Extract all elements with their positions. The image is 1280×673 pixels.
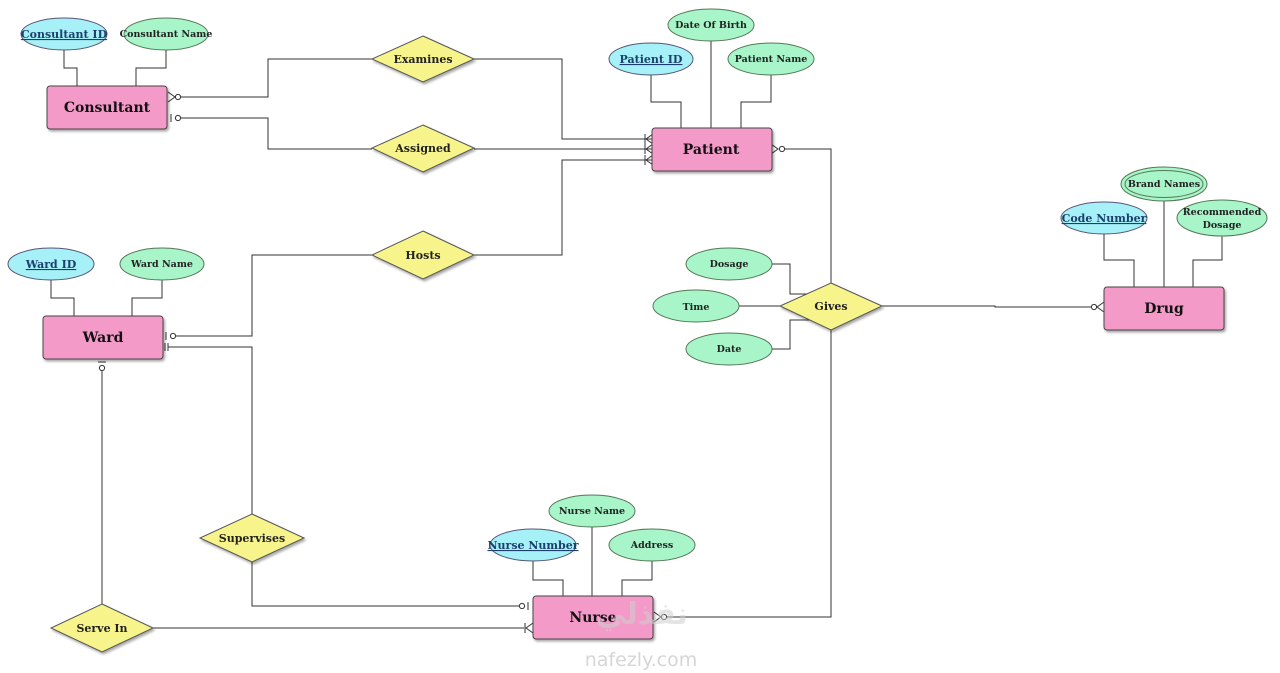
relationship-assigned-label: Assigned [394,142,451,155]
attribute-consultant-id[interactable]: Consultant ID [20,17,108,51]
attribute-brand-names[interactable]: Brand Names [1120,166,1208,202]
attribute-ward-name[interactable]: Ward Name [119,247,205,281]
line-patient-name [740,75,772,128]
relationship-gives[interactable]: Gives [778,282,884,331]
line-patient-gives [780,148,832,284]
crowsfoot-patient-hosts [645,154,654,166]
optional-circle-ward-servein [98,364,106,372]
line-dosage [772,263,812,295]
watermark: نفذلي nafezly.com [585,597,697,671]
line-ward-id [50,280,75,316]
optional-circle-consultant-examines [174,93,182,101]
attribute-patient-id-label: Patient ID [620,53,683,66]
attribute-code-number[interactable]: Code Number [1060,201,1148,235]
optional-circle-nurse-supervises [518,602,526,610]
attribute-patient-id[interactable]: Patient ID [608,42,694,76]
crowsfoot-patient-assigned [645,143,654,155]
attribute-date-of-birth-label: Date Of Birth [675,20,747,31]
entity-patient[interactable]: Patient [651,127,773,172]
attribute-ward-name-label: Ward Name [130,259,193,270]
crowsfoot-patient-examines [645,133,654,145]
relationship-examines[interactable]: Examines [370,35,476,83]
line-patient-id [650,74,682,128]
line-nurse-number [532,561,564,596]
attribute-address[interactable]: Address [608,528,696,562]
attribute-time-label: Time [683,302,710,313]
optional-circle-patient-gives [778,145,786,153]
watermark-arabic: نفذلي [596,597,688,632]
crowsfoot-consultant-examines [167,91,176,103]
line-gives-drug [881,305,1096,308]
connector-lines [50,40,1223,629]
watermark-latin: nafezly.com [585,649,697,671]
attribute-nurse-name[interactable]: Nurse Name [548,494,636,528]
line-supervises-nurse [251,562,524,607]
attribute-time[interactable]: Time [652,289,740,323]
crowsfoot-patient-gives [770,143,779,155]
relationship-serve-in[interactable]: Serve In [49,603,155,653]
relationship-hosts-label: Hosts [405,249,440,262]
optional-circle-ward-hosts [169,332,177,340]
line-consultant-id [63,50,78,86]
line-consultant-examines [175,58,372,98]
entity-consultant[interactable]: Consultant [46,85,168,130]
attribute-code-number-label: Code Number [1062,212,1147,225]
entity-patient-label: Patient [683,142,740,158]
attribute-consultant-name[interactable]: Consultant Name [120,17,213,51]
line-date [772,319,812,350]
attribute-patient-name-label: Patient Name [735,54,808,65]
attribute-ward-id[interactable]: Ward ID [7,247,95,281]
crowsfoot-drug-gives [1096,301,1105,313]
line-address [621,561,653,596]
entity-consultant-label: Consultant [64,100,151,116]
attribute-nurse-number-label: Nurse Number [487,539,578,552]
attribute-date-label: Date [717,344,742,355]
line-code-number [1103,234,1135,287]
line-hosts-patient [474,159,653,256]
attribute-patient-name[interactable]: Patient Name [727,42,815,76]
relationship-supervises-label: Supervises [219,532,285,545]
line-gives-nurse [663,329,832,618]
relationship-supervises[interactable]: Supervises [198,513,306,563]
line-recommended-dosage [1192,236,1223,287]
attribute-consultant-name-label: Consultant Name [120,29,213,40]
optional-circle-nurse-gives [660,613,668,621]
line-consultant-name [135,50,167,86]
line-ward-supervises [168,346,253,514]
relationship-assigned[interactable]: Assigned [370,124,476,173]
attribute-ward-id-label: Ward ID [25,258,77,271]
entity-ward[interactable]: Ward [42,315,164,360]
attribute-dosage[interactable]: Dosage [685,247,773,281]
attribute-nurse-name-label: Nurse Name [559,506,625,517]
attribute-recommended-dosage[interactable]: Recommended Dosage [1176,199,1268,237]
line-examines-patient [474,58,653,140]
entity-ward-label: Ward [82,330,124,346]
entity-nurse[interactable]: Nurse [532,595,654,640]
cardinality-markers [98,91,1105,634]
line-consultant-assigned [175,117,372,150]
line-ward-name [131,280,163,316]
attribute-date-of-birth[interactable]: Date Of Birth [667,8,755,42]
attribute-brand-names-label: Brand Names [1128,179,1200,190]
attribute-recommended-dosage-label-2: Dosage [1203,220,1242,231]
relationship-gives-label: Gives [814,300,847,313]
entity-nurse-label: Nurse [569,610,616,626]
attribute-nurse-number[interactable]: Nurse Number [487,528,579,562]
optional-circle-consultant-assigned [174,114,182,122]
attribute-consultant-id-label: Consultant ID [21,28,108,41]
attribute-dosage-label: Dosage [710,259,749,270]
relationship-serve-in-label: Serve In [76,622,127,635]
attribute-recommended-dosage-label-1: Recommended [1183,207,1262,218]
entity-drug[interactable]: Drug [1103,286,1225,331]
relationship-examines-label: Examines [393,53,452,66]
crowsfoot-nurse-servein [525,622,534,634]
optional-circle-drug-gives [1090,303,1098,311]
entity-drug-label: Drug [1144,301,1184,317]
line-ward-hosts [172,254,372,337]
relationship-hosts[interactable]: Hosts [370,230,476,280]
attribute-date[interactable]: Date [685,332,773,366]
attribute-address-label: Address [630,540,673,551]
